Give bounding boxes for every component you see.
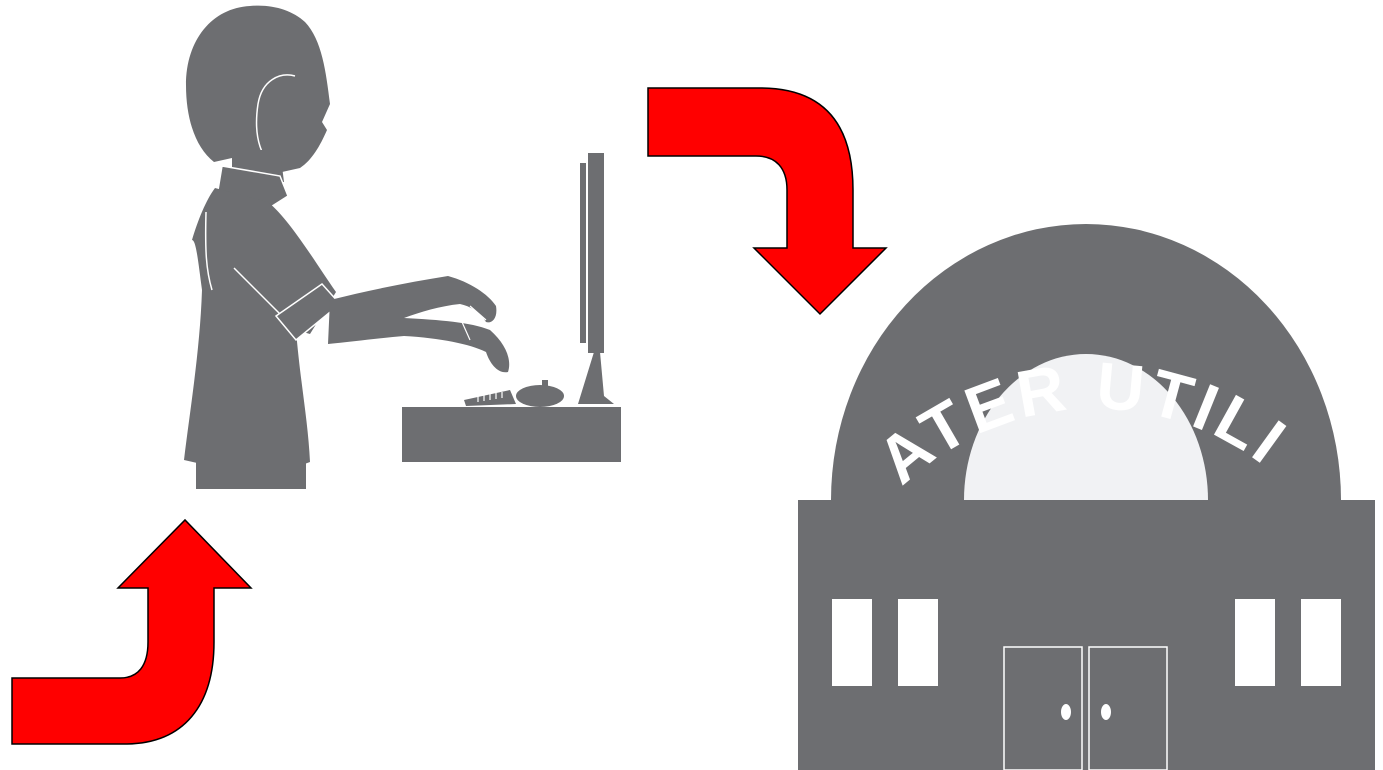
curved-arrow-down-icon	[648, 88, 886, 314]
monitor-stand	[578, 352, 614, 404]
building-window	[1301, 599, 1341, 686]
person-head	[186, 6, 330, 174]
person-legs	[196, 462, 306, 489]
desk	[402, 407, 621, 462]
person-arm	[328, 276, 509, 372]
monitor-edge	[580, 163, 586, 343]
building-body	[798, 500, 1375, 770]
person-torso	[184, 188, 336, 471]
building-window	[898, 599, 938, 686]
monitor-screen	[588, 153, 604, 353]
mouse-icon	[516, 385, 564, 407]
mouse-cord	[542, 380, 548, 388]
curved-arrow-up-icon	[12, 520, 251, 744]
building-window	[1235, 599, 1275, 686]
door-knob-left	[1061, 704, 1071, 720]
building-window	[832, 599, 872, 686]
door-knob-right	[1101, 704, 1111, 720]
